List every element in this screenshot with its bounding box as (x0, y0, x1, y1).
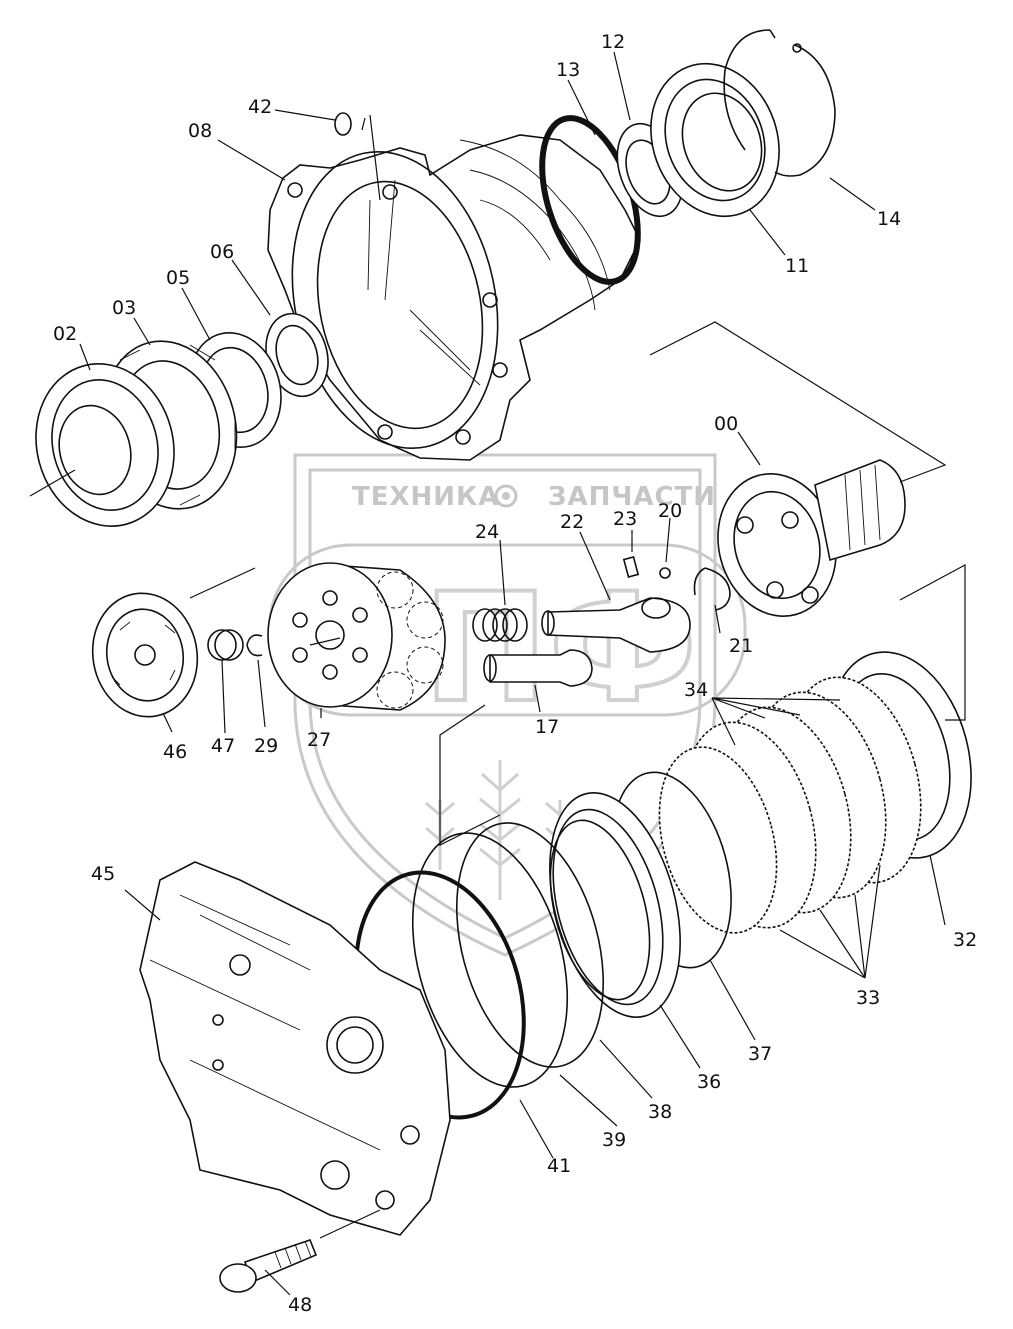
label-29: 29 (254, 735, 278, 757)
part-21-snap-ring (693, 567, 731, 611)
watermark-text-right: ЗАПЧАСТИ (548, 482, 716, 512)
gear-icon (494, 484, 518, 508)
part-labels: 42 08 13 12 14 11 06 05 03 02 00 24 22 2… (53, 31, 977, 1316)
part-42-seal (334, 112, 352, 136)
part-46-valve-plate (91, 592, 199, 718)
label-20: 20 (658, 500, 682, 522)
part-33-34-friction-plates (658, 676, 922, 934)
label-24: 24 (475, 521, 499, 543)
label-48: 48 (288, 1294, 312, 1316)
label-03: 03 (112, 297, 136, 319)
part-39-ring (411, 832, 569, 1088)
label-13: 13 (556, 59, 580, 81)
label-22: 22 (560, 511, 584, 533)
label-21: 21 (729, 635, 753, 657)
part-48-bolt (219, 1238, 318, 1293)
part-24-spring (472, 608, 528, 642)
part-47-spring (207, 629, 244, 661)
part-22-shaft (541, 597, 691, 653)
part-23-pin (622, 556, 640, 578)
label-00: 00 (714, 413, 738, 435)
part-27-cylinder-block (267, 562, 446, 711)
part-14-snap-rings (723, 29, 836, 177)
label-02: 02 (53, 323, 77, 345)
label-42: 42 (248, 96, 272, 118)
part-17-piston (483, 649, 593, 687)
label-38: 38 (648, 1101, 672, 1123)
label-47: 47 (211, 735, 235, 757)
label-11: 11 (785, 255, 809, 277)
part-08-housing (267, 134, 641, 461)
label-36: 36 (697, 1071, 721, 1093)
part-02-bearing (35, 363, 175, 527)
label-32: 32 (953, 929, 977, 951)
part-00-shaft (717, 459, 906, 617)
label-41: 41 (547, 1155, 571, 1177)
label-37: 37 (748, 1043, 772, 1065)
part-38-ring (455, 822, 605, 1068)
label-23: 23 (613, 508, 637, 530)
label-05: 05 (166, 267, 190, 289)
watermark-text-left: ТЕХНИКА (352, 482, 499, 512)
label-14: 14 (877, 208, 901, 230)
part-36-brake-piston (549, 792, 681, 1018)
leader-lines (29, 51, 966, 1296)
label-39: 39 (602, 1129, 626, 1151)
label-45: 45 (91, 863, 115, 885)
label-08: 08 (188, 120, 212, 142)
label-46: 46 (163, 741, 187, 763)
part-20-ball (659, 567, 671, 579)
label-12: 12 (601, 31, 625, 53)
label-27: 27 (307, 729, 331, 751)
label-06: 06 (210, 241, 234, 263)
label-33: 33 (856, 987, 880, 1009)
part-29-snap-ring (246, 634, 263, 657)
label-17: 17 (535, 716, 559, 738)
label-34: 34 (684, 679, 708, 701)
part-11-seal (650, 62, 780, 218)
part-45-valve-cover (139, 861, 451, 1236)
